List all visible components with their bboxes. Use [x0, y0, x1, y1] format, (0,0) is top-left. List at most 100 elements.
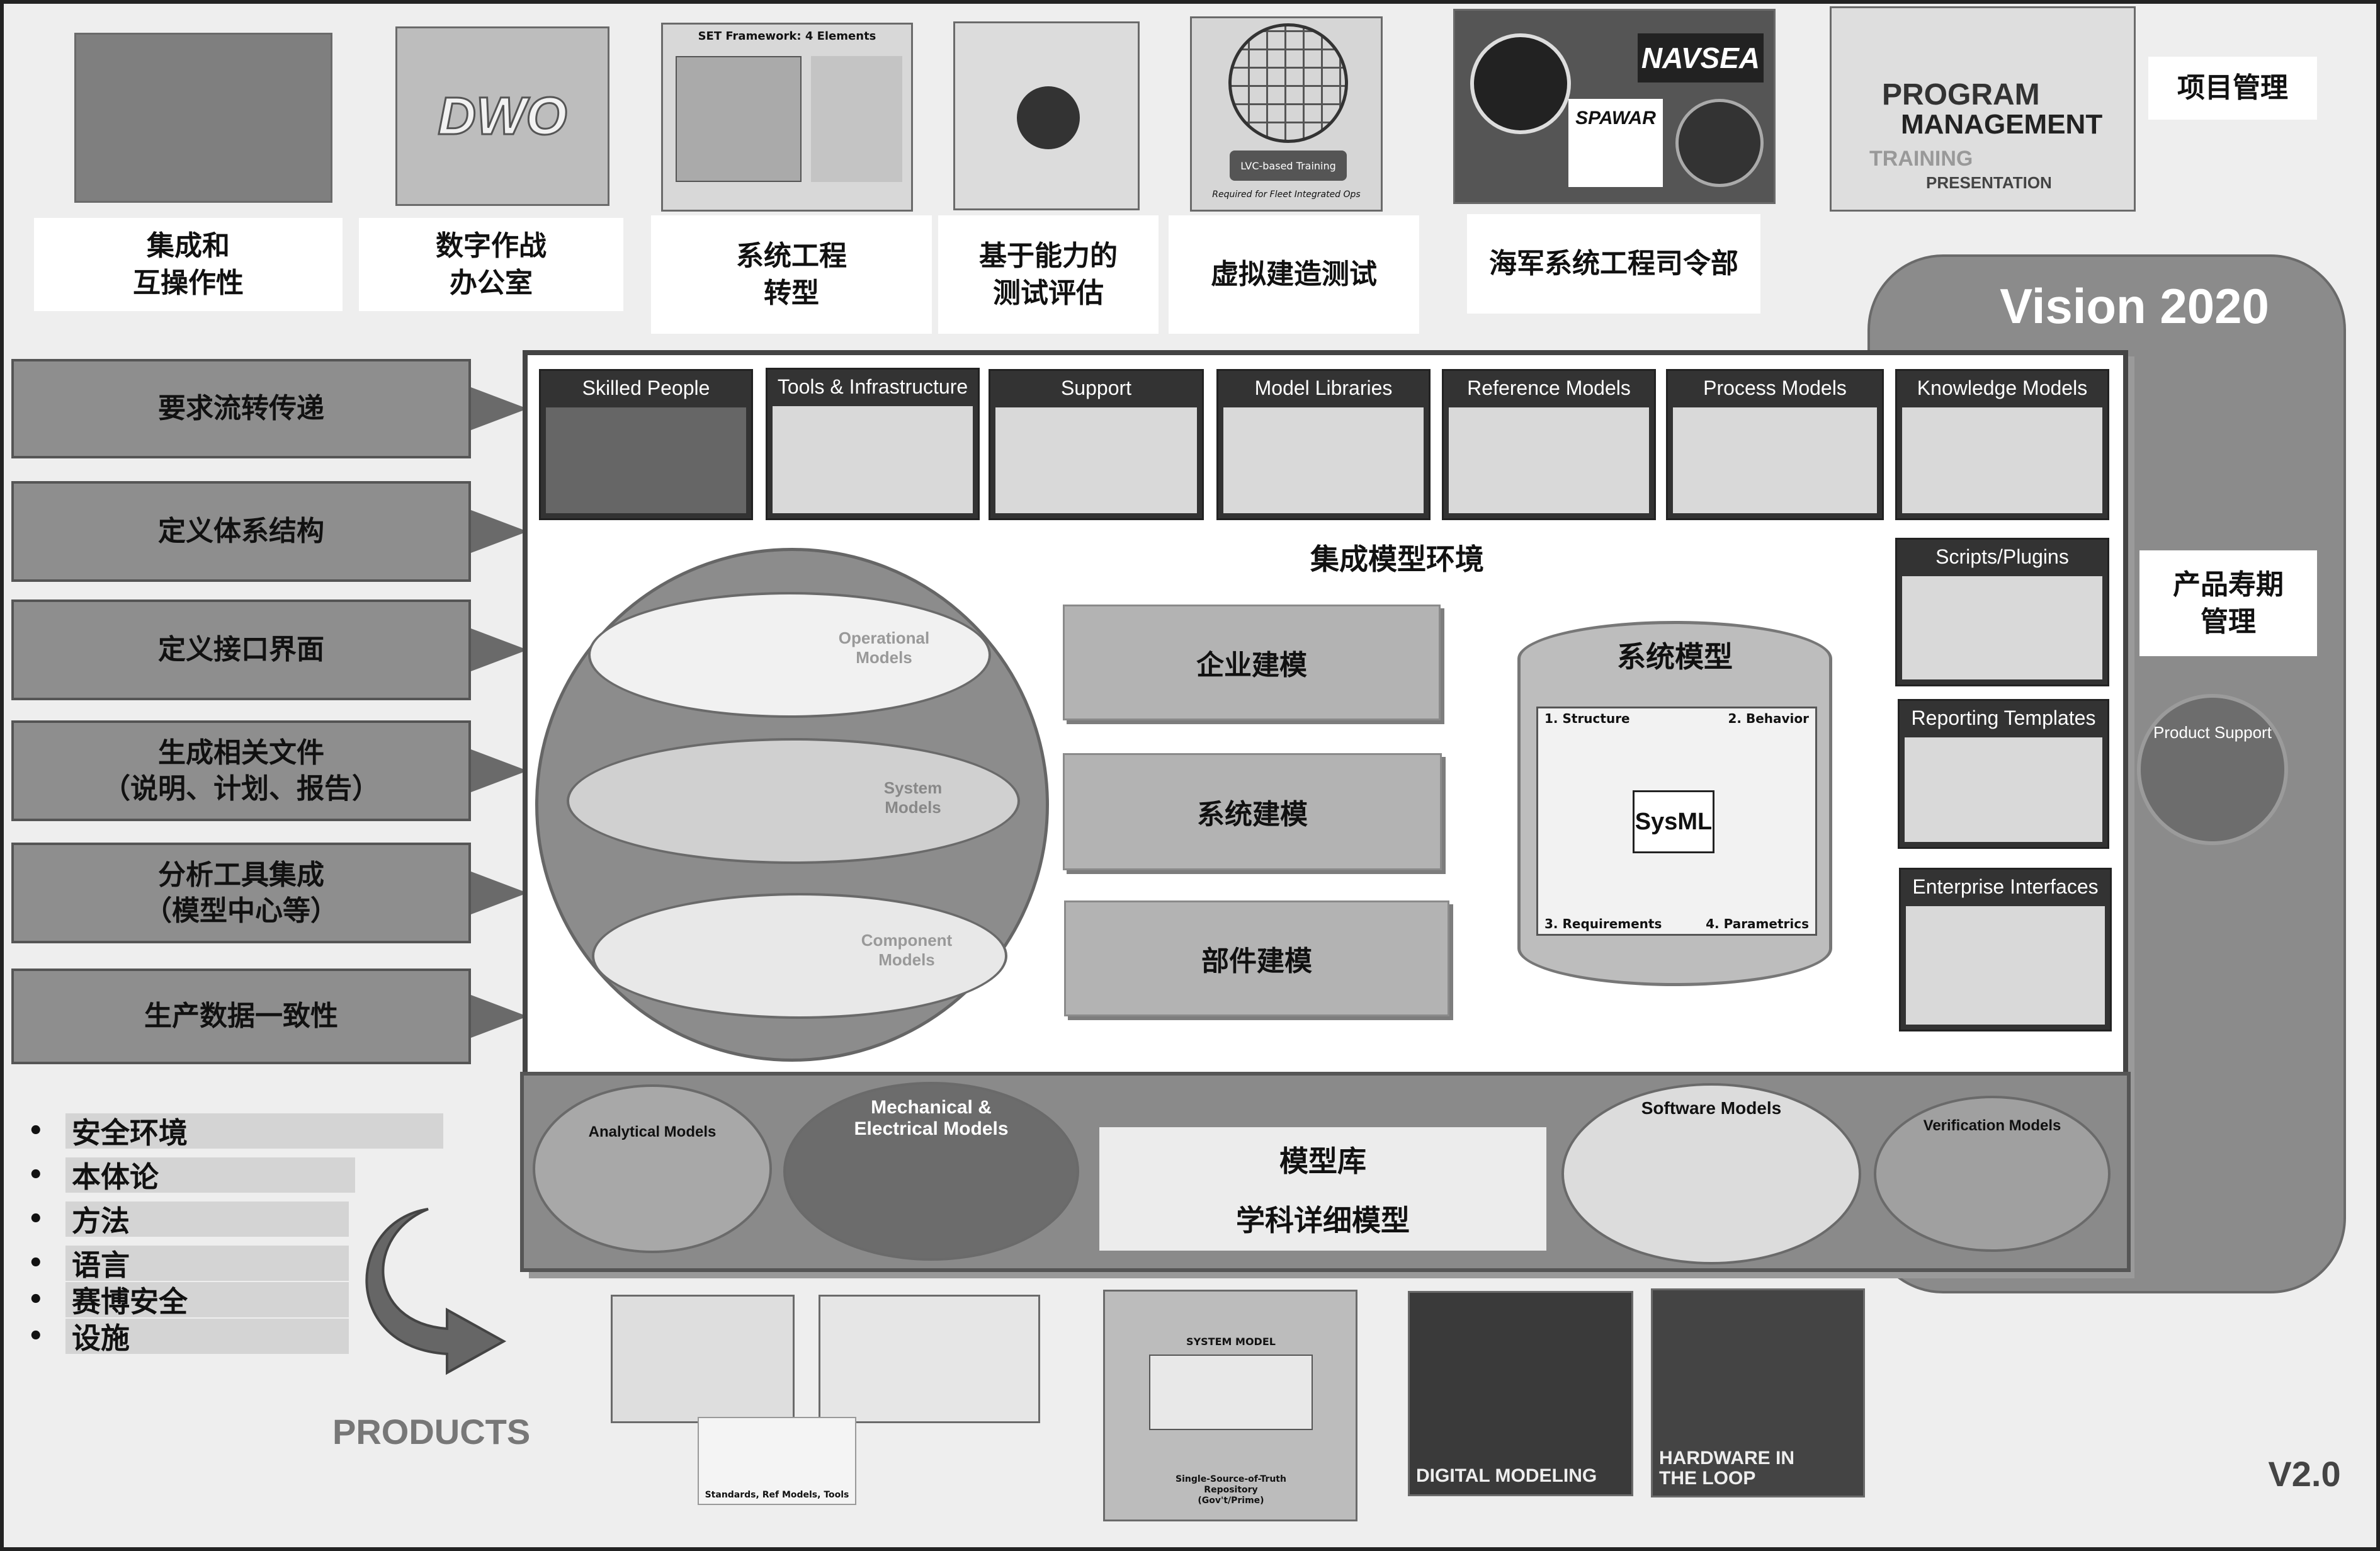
pm-word-3: TRAINING — [1869, 147, 1973, 171]
model-library-title: 模型库 — [1279, 1139, 1366, 1180]
card-label: Knowledge Models — [1897, 371, 2107, 405]
verification-models: Verification Models — [1874, 1096, 2111, 1252]
program-management-image: PROGRAM MANAGEMENT TRAINING PRESENTATION — [1830, 6, 2136, 212]
system-model-box-label: SYSTEM MODEL — [1168, 1336, 1294, 1348]
project-management-label: 项目管理 — [2148, 57, 2317, 120]
operational-models: Operational Models — [588, 592, 991, 718]
arrow-tip-3 — [471, 628, 528, 671]
flow-arrow-icon — [353, 1196, 541, 1385]
component-models: Component Models — [592, 893, 1007, 1019]
arrow-requirements: 要求流转传递 — [11, 359, 471, 458]
product-lifecycle-label: 产品寿期 管理 — [2139, 550, 2317, 656]
caption-set: 系统工程 转型 — [651, 215, 932, 334]
card-label: Support — [990, 371, 1202, 405]
digital-modeling-label: DIGITAL MODELING — [1416, 1465, 1597, 1487]
set-framework-image: SET Framework: 4 Elements — [661, 23, 913, 212]
mech-electrical-models: Mechanical & Electrical Models — [783, 1082, 1079, 1261]
card-label: Process Models — [1668, 371, 1882, 405]
caption-capability: 基于能力的 测试评估 — [938, 215, 1159, 334]
card-support: Support — [989, 369, 1204, 520]
sst-label: Single-Source-of-Truth Repository (Gov't… — [1143, 1474, 1319, 1506]
card-scripts-plugins: Scripts/Plugins — [1895, 538, 2109, 686]
enterprise-modeling-button[interactable]: 企业建模 — [1063, 605, 1441, 720]
card-label: Tools & Infrastructure — [768, 370, 978, 404]
interop-image — [74, 33, 332, 203]
standards-stack: Standards, Ref Models, Tools — [698, 1417, 856, 1505]
lvc-label: LVC-based Training — [1230, 151, 1347, 181]
component-modeling-button[interactable]: 部件建模 — [1064, 900, 1449, 1016]
product-table-1 — [611, 1295, 795, 1423]
arrow-analysis-tools: 分析工具集成 （模型中心等） — [11, 843, 471, 943]
sysml-diagram: 1. Structure 2. Behavior 3. Requirements… — [1536, 707, 1817, 936]
software-models-label: Software Models — [1641, 1098, 1781, 1118]
card-label: Scripts/Plugins — [1897, 540, 2107, 574]
system-modeling-button[interactable]: 系统建模 — [1063, 753, 1442, 870]
system-models: System Models — [567, 738, 1020, 864]
quadrant-behavior: 2. Behavior — [1728, 711, 1809, 726]
card-model-libraries: Model Libraries — [1216, 369, 1431, 520]
left-capabilities: 要求流转传递 定义体系结构 定义接口界面 生成相关文件 （说明、计划、报告） 分… — [11, 359, 528, 1064]
card-reporting-templates: Reporting Templates — [1898, 699, 2109, 849]
navsea-image: NAVSEA SPAWAR — [1453, 9, 1776, 204]
list-item: •安全环境 — [28, 1113, 443, 1149]
product-support-badge: Product Support — [2137, 694, 2288, 845]
list-item: •设施 — [28, 1319, 349, 1354]
arrow-tip-4 — [471, 749, 528, 792]
quadrant-parametrics: 4. Parametrics — [1706, 916, 1809, 931]
arrow-tip-2 — [471, 510, 528, 553]
model-library-sub: 学科详细模型 — [1236, 1198, 1410, 1239]
card-label: Skilled People — [541, 371, 751, 405]
lvc-image: LVC-based Training Required for Fleet In… — [1190, 16, 1383, 212]
version-label: V2.0 — [2254, 1448, 2355, 1499]
software-models: Software Models — [1561, 1083, 1861, 1264]
emblem-icon — [1675, 99, 1764, 187]
list-item: •语言 — [28, 1246, 349, 1281]
system-model-repo-image: SYSTEM MODEL Single-Source-of-Truth Repo… — [1103, 1290, 1357, 1521]
seal-icon — [1470, 33, 1571, 134]
hitl-label: HARDWARE IN THE LOOP — [1659, 1448, 1794, 1488]
arrow-interfaces: 定义接口界面 — [11, 599, 471, 700]
caption-lvc: 虚拟建造测试 — [1169, 215, 1419, 334]
arrow-tip-5 — [471, 872, 528, 914]
sysml-logo: SysML — [1633, 790, 1714, 853]
arrow-tip-1 — [471, 387, 528, 430]
globe-icon — [1228, 23, 1348, 143]
set-framework-title: SET Framework: 4 Elements — [663, 30, 911, 43]
analytical-models-label: Analytical Models — [589, 1123, 717, 1141]
list-item: •赛博安全 — [28, 1282, 349, 1317]
digital-modeling-image: DIGITAL MODELING — [1408, 1291, 1633, 1496]
card-reference-models: Reference Models — [1442, 369, 1656, 520]
navsea-logo: NAVSEA — [1638, 33, 1764, 82]
card-tools-infrastructure: Tools & Infrastructure — [766, 368, 980, 520]
caption-navsea: 海军系统工程司令部 — [1467, 214, 1760, 314]
card-label: Reporting Templates — [1900, 701, 2107, 735]
spawar-logo: SPAWAR — [1568, 99, 1663, 187]
product-support-text: Product Support — [2153, 723, 2272, 742]
card-skilled-people: Skilled People — [539, 369, 753, 520]
hardware-in-loop-image: HARDWARE IN THE LOOP — [1651, 1288, 1865, 1497]
operational-models-label: Operational Models — [839, 628, 929, 668]
caption-dwo: 数字作战 办公室 — [359, 218, 623, 311]
pm-word-4: PRESENTATION — [1926, 173, 2052, 193]
dwo-logo-text: DWO — [438, 86, 567, 147]
product-table-2 — [819, 1295, 1040, 1423]
vision-title: Vision 2020 — [1958, 275, 2311, 338]
list-item: •本体论 — [28, 1157, 355, 1193]
card-knowledge-models: Knowledge Models — [1895, 369, 2109, 520]
system-models-label: System Models — [884, 778, 943, 817]
quadrant-requirements: 3. Requirements — [1544, 916, 1662, 931]
card-enterprise-interfaces: Enterprise Interfaces — [1899, 868, 2112, 1031]
component-models-label: Component Models — [861, 931, 952, 970]
model-library-box: 模型库 学科详细模型 — [1099, 1127, 1546, 1251]
arrow-documents: 生成相关文件 （说明、计划、报告） — [11, 720, 471, 821]
verification-models-label: Verification Models — [1924, 1117, 2061, 1135]
list-item: •方法 — [28, 1202, 349, 1237]
arrow-data-consistency: 生产数据一致性 — [11, 969, 471, 1064]
caption-interop: 集成和 互操作性 — [34, 218, 343, 311]
products-label: PRODUCTS — [332, 1403, 572, 1460]
pm-word-1: PROGRAM — [1882, 77, 2040, 112]
standards-label: Standards, Ref Models, Tools — [699, 1490, 855, 1500]
dwo-image: DWO — [395, 26, 609, 206]
arrow-tip-6 — [471, 995, 528, 1038]
system-model-title: 系统模型 — [1549, 630, 1801, 680]
